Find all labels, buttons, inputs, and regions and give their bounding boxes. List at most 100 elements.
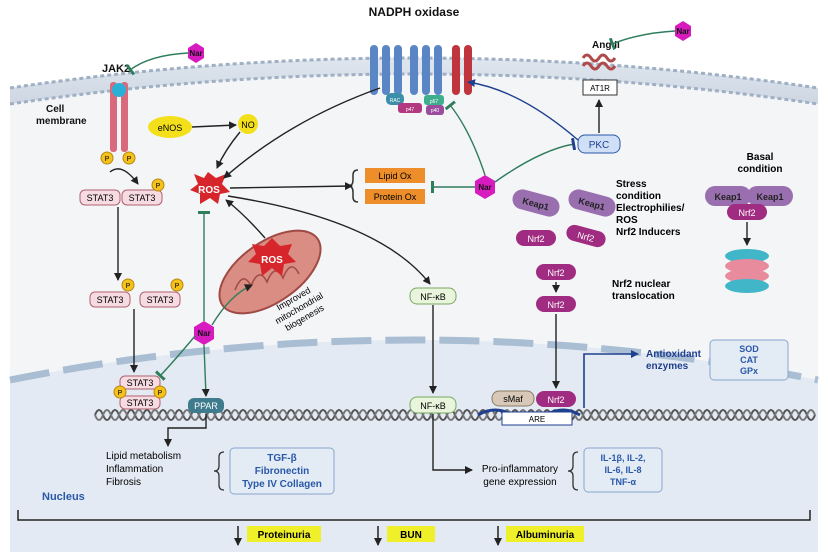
nucleus-label: Nucleus bbox=[42, 491, 85, 503]
svg-text:STAT3: STAT3 bbox=[147, 295, 174, 305]
marker-type-iv-collagen: Type IV Collagen bbox=[242, 479, 322, 490]
smaf-label: sMaf bbox=[503, 394, 523, 404]
marker-fibronectin: Fibronectin bbox=[255, 466, 309, 477]
svg-text:P: P bbox=[175, 283, 180, 290]
nar-hexagon-left bbox=[194, 321, 214, 345]
nrf2-nuclear bbox=[536, 391, 576, 407]
enzymes-box bbox=[709, 339, 789, 381]
outcome-bun: BUN bbox=[374, 526, 435, 546]
stress-label-4: ROS bbox=[616, 215, 638, 226]
pkc-label: PKC bbox=[589, 140, 610, 151]
ppar-node bbox=[188, 398, 224, 413]
enzyme-sod: SOD bbox=[739, 344, 759, 354]
ros-label: ROS bbox=[198, 185, 220, 196]
are-label: ARE bbox=[529, 415, 545, 424]
ang2-label: Ang II bbox=[592, 40, 620, 51]
at1r-label: AT1R bbox=[590, 84, 610, 93]
are-box bbox=[501, 411, 573, 426]
svg-text:P: P bbox=[156, 183, 161, 190]
nar-hexagon-ang2 bbox=[675, 21, 691, 41]
jak2-p1: P bbox=[105, 156, 110, 163]
svg-text:p40: p40 bbox=[431, 108, 440, 114]
protein-ox-node bbox=[365, 189, 425, 204]
cytokine-line-3: TNF-α bbox=[610, 477, 636, 487]
nar-hexagon-center bbox=[475, 175, 495, 199]
nar-label-jak2: Nar bbox=[189, 49, 202, 58]
svg-text:P: P bbox=[158, 390, 163, 397]
stat3-dimer-3: STAT3 STAT3 P P bbox=[113, 375, 167, 410]
effect-lipid-metabolism: Lipid metabolism bbox=[106, 451, 181, 462]
nfkb-nuclear-node bbox=[409, 396, 457, 414]
effect-inflammation: Inflammation bbox=[106, 464, 163, 475]
activation-arrows bbox=[109, 87, 751, 474]
cytokine-line-2: IL-6, IL-8 bbox=[604, 465, 641, 475]
nadph-oxidase-complex: RAC p47 p67 p40 bbox=[370, 45, 472, 115]
translocation-label-2: translocation bbox=[612, 291, 675, 302]
proinflam-label-2: gene expression bbox=[483, 477, 556, 488]
cytokines-box bbox=[583, 447, 663, 493]
svg-text:P: P bbox=[118, 390, 123, 397]
enos-node bbox=[148, 116, 192, 138]
mitochondrion bbox=[218, 229, 322, 315]
pkc-node bbox=[577, 134, 621, 154]
svg-text:Albuminuria: Albuminuria bbox=[516, 530, 575, 541]
nfkb-cyto-node bbox=[409, 287, 457, 305]
nrf2-free-2-label: Nrf2 bbox=[547, 300, 564, 310]
svg-text:STAT3: STAT3 bbox=[97, 295, 124, 305]
cell-membrane-label-1: Cell bbox=[46, 104, 65, 115]
svg-text:Nrf2: Nrf2 bbox=[738, 208, 755, 218]
effect-fibrosis: Fibrosis bbox=[106, 477, 141, 488]
svg-text:STAT3: STAT3 bbox=[129, 193, 156, 203]
membrane-inner-leaflet bbox=[9, 72, 819, 106]
proinflam-label-1: Pro-inflammatory bbox=[482, 464, 558, 475]
keap1-nrf2-basal: Keap1 Keap1 Nrf2 bbox=[705, 186, 793, 220]
ros-star bbox=[190, 172, 230, 204]
basal-label-2: condition bbox=[738, 164, 783, 175]
jak2-label: JAK2 bbox=[102, 63, 130, 75]
svg-text:P: P bbox=[126, 283, 131, 290]
stress-label-3: Electrophilies/ bbox=[616, 203, 685, 214]
nar-to-ppar-arrow bbox=[201, 344, 210, 397]
stress-label-1: Stress bbox=[616, 179, 647, 190]
membrane-outer-leaflet bbox=[9, 56, 819, 90]
jak2-p2: P bbox=[127, 156, 132, 163]
nuclear-envelope bbox=[9, 336, 819, 384]
svg-text:RAC: RAC bbox=[390, 98, 401, 104]
outcomes-bracket bbox=[17, 510, 811, 521]
svg-text:Nrf2: Nrf2 bbox=[527, 234, 544, 244]
no-label: NO bbox=[241, 120, 255, 130]
cytokines-brace bbox=[567, 451, 579, 491]
outcome-proteinuria: Proteinuria bbox=[234, 526, 321, 546]
keap1-nrf2-stress: Keap1 Keap1 Nrf2 Nrf2 bbox=[512, 189, 616, 248]
nfkb-nuclear-label: NF-κB bbox=[420, 401, 446, 411]
svg-text:BUN: BUN bbox=[400, 530, 422, 541]
lipid-ox-node bbox=[365, 168, 425, 183]
enzyme-gpx: GPx bbox=[740, 366, 758, 376]
nrf2-nuclear-label: Nrf2 bbox=[547, 395, 564, 405]
stat3-dimer-1: STAT3 STAT3 P bbox=[79, 178, 165, 206]
nrf2-free-2 bbox=[536, 296, 576, 312]
outcome-albuminuria: Albuminuria bbox=[494, 526, 584, 546]
lipid-ox-label: Lipid Ox bbox=[378, 171, 412, 181]
svg-text:Proteinuria: Proteinuria bbox=[258, 530, 311, 541]
inhibition-lines bbox=[125, 30, 676, 381]
fibrosis-markers-box bbox=[229, 447, 335, 495]
cell-membrane bbox=[10, 58, 818, 104]
nrf2-free-1 bbox=[536, 264, 576, 280]
effects-brace bbox=[213, 451, 225, 491]
marker-tgf-beta: TGF-β bbox=[267, 453, 296, 464]
nar-label-left: Nar bbox=[197, 329, 210, 338]
nfkb-cyto-label: NF-κB bbox=[420, 292, 446, 302]
smaf-node bbox=[491, 390, 535, 407]
proteasome-icon bbox=[725, 249, 769, 293]
svg-text:Keap1: Keap1 bbox=[756, 192, 783, 202]
antioxidant-label-2: enzymes bbox=[646, 361, 689, 372]
svg-text:STAT3: STAT3 bbox=[127, 378, 154, 388]
at1r-receptor bbox=[581, 53, 617, 71]
svg-text:STAT3: STAT3 bbox=[127, 398, 154, 408]
svg-text:STAT3: STAT3 bbox=[87, 193, 114, 203]
protein-ox-label: Protein Ox bbox=[374, 192, 417, 202]
translocation-label-1: Nrf2 nuclear bbox=[612, 279, 670, 290]
ros-mito-label: ROS bbox=[261, 255, 283, 266]
at1r-box bbox=[582, 79, 618, 96]
